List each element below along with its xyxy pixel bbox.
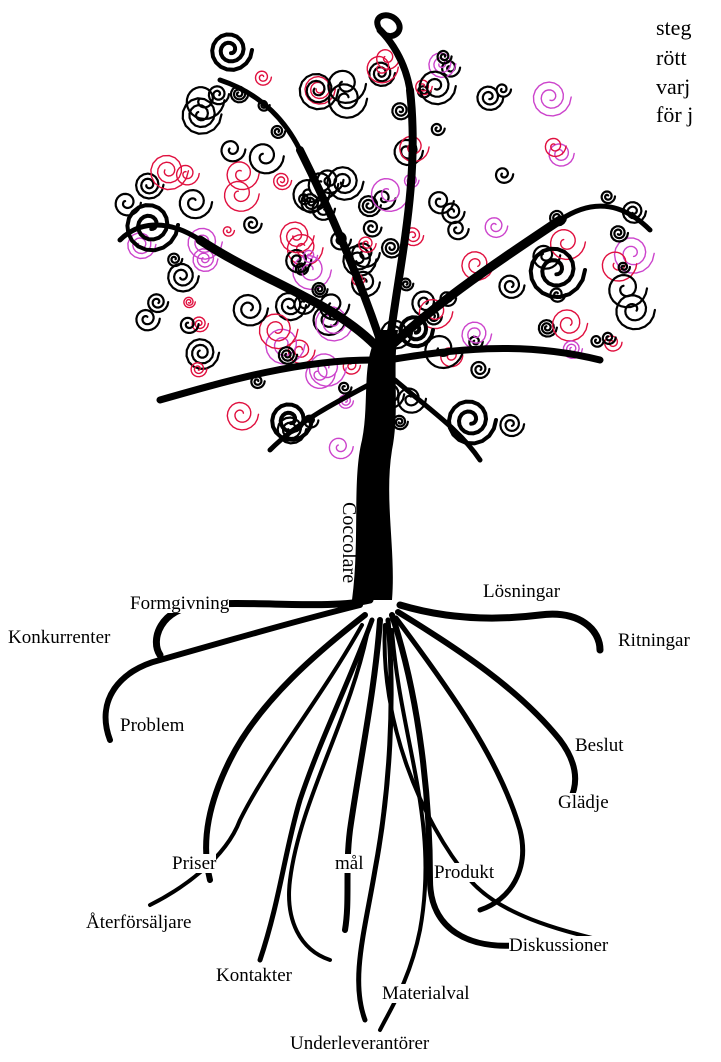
root-label-formgivning: Formgivning: [130, 594, 229, 613]
root-label-underleverantorer: Underleverantörer: [290, 1034, 429, 1053]
root-label-konkurrenter: Konkurrenter: [8, 628, 110, 647]
root-label-losningar: Lösningar: [483, 582, 560, 601]
root-label-kontakter: Kontakter: [216, 966, 292, 985]
root-label-priser: Priser: [172, 854, 216, 873]
trunk-label: Coccolare: [337, 502, 360, 583]
root-label-materialval: Materialval: [382, 984, 470, 1003]
root-label-mal: mål: [335, 854, 364, 873]
side-text-line-4: för j: [656, 104, 693, 126]
root-label-beslut: Beslut: [575, 736, 624, 755]
root-label-aterforsaljare: Återförsäljare: [86, 913, 192, 932]
root-label-produkt: Produkt: [434, 863, 494, 882]
root-label-problem: Problem: [120, 716, 184, 735]
side-text-line-3: varj: [656, 76, 690, 98]
side-text-line-1: steg: [656, 17, 691, 39]
tree-roots: [106, 600, 600, 1030]
root-label-gladje: Glädje: [558, 793, 609, 812]
root-label-diskussioner: Diskussioner: [509, 936, 608, 955]
side-text-line-2: rött: [656, 47, 687, 69]
root-label-ritningar: Ritningar: [618, 631, 690, 650]
